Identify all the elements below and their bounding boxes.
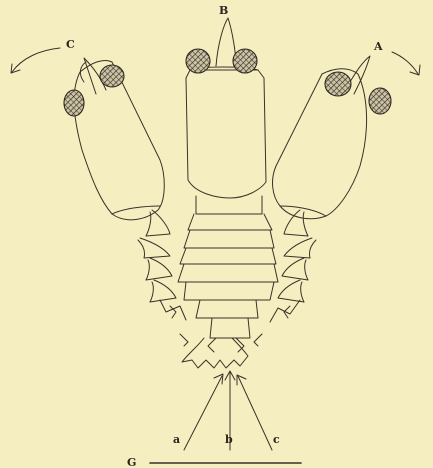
eye-left-inner bbox=[100, 65, 124, 87]
abdomen bbox=[138, 196, 316, 338]
label-b: B bbox=[219, 4, 228, 17]
label-c-small: c bbox=[273, 433, 280, 446]
carapace-center bbox=[186, 67, 266, 198]
label-a-arrow: A bbox=[373, 40, 383, 53]
label-a-small: a bbox=[173, 433, 180, 446]
eye-center-left bbox=[186, 49, 210, 73]
telson bbox=[180, 334, 262, 368]
label-g: G bbox=[127, 456, 136, 468]
eye-right-outer bbox=[325, 72, 351, 96]
eye-center-right bbox=[233, 49, 257, 73]
arrow-curve-a bbox=[392, 52, 418, 74]
arrow-line-c bbox=[238, 376, 272, 450]
eye-right-inner bbox=[369, 88, 391, 114]
label-c-arrow: C bbox=[66, 38, 75, 51]
carapace-right bbox=[273, 69, 367, 219]
eye-left-outer bbox=[64, 90, 84, 116]
arrow-line-a bbox=[184, 376, 222, 450]
arrow-curve-c bbox=[12, 48, 60, 72]
label-b-small: b bbox=[225, 433, 233, 446]
